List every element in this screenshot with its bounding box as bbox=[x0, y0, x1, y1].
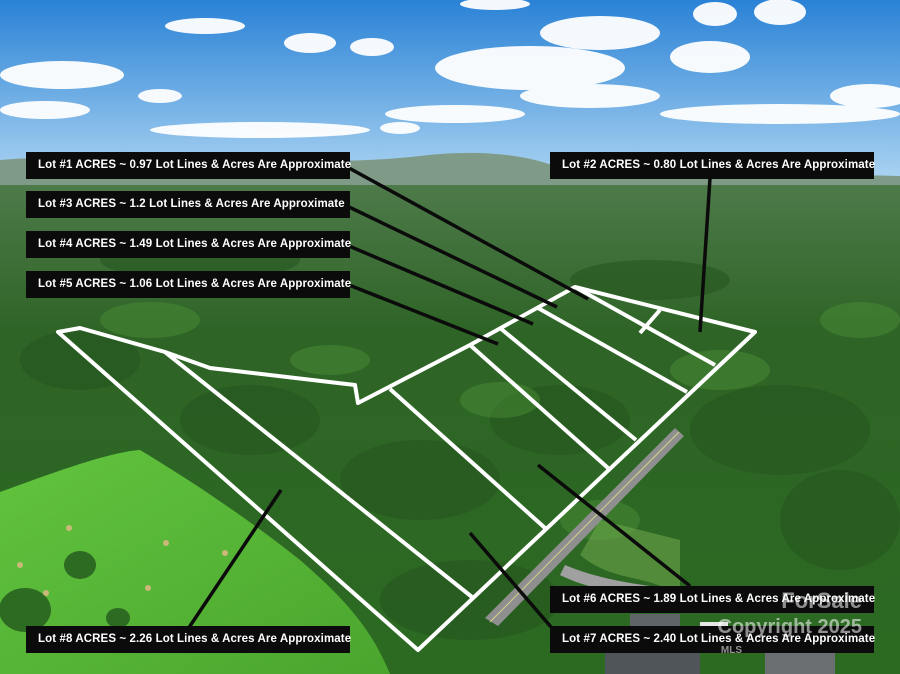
lot-8-label: Lot #8 ACRES ~ 2.26 Lot Lines & Acres Ar… bbox=[26, 626, 351, 653]
hay-bales bbox=[17, 525, 228, 596]
lot-3-label: Lot #3 ACRES ~ 1.2 Lot Lines & Acres Are… bbox=[26, 191, 350, 218]
leader-lines bbox=[186, 166, 712, 630]
watermark-brand: ForSale bbox=[781, 588, 862, 613]
lot-6-label: Lot #6 ACRES ~ 1.89 Lot Lines & Acres Ar… bbox=[550, 586, 875, 613]
watermark-mls: MLS bbox=[720, 645, 742, 656]
forest-texture bbox=[20, 240, 900, 640]
clearing bbox=[580, 520, 680, 590]
watermark: ForSale Copyright 2025 MLS bbox=[718, 590, 862, 662]
lot-1-label: Lot #1 ACRES ~ 0.97 Lot Lines & Acres Ar… bbox=[26, 152, 351, 179]
watermark-copyright: Copyright 2025 bbox=[717, 616, 862, 638]
lot-4-label: Lot #4 ACRES ~ 1.49 Lot Lines & Acres Ar… bbox=[26, 231, 351, 258]
pasture-trees bbox=[0, 551, 130, 632]
lot-2-label: Lot #2 ACRES ~ 0.80 Lot Lines & Acres Ar… bbox=[550, 152, 875, 179]
lot-7-label: Lot #7 ACRES ~ 2.40 Lot Lines & Acres Ar… bbox=[550, 626, 875, 653]
lot-5-label: Lot #5 ACRES ~ 1.06 Lot Lines & Acres Ar… bbox=[26, 271, 351, 298]
clouds bbox=[0, 0, 900, 138]
pasture bbox=[0, 450, 390, 674]
lot-boundaries bbox=[56, 285, 757, 652]
